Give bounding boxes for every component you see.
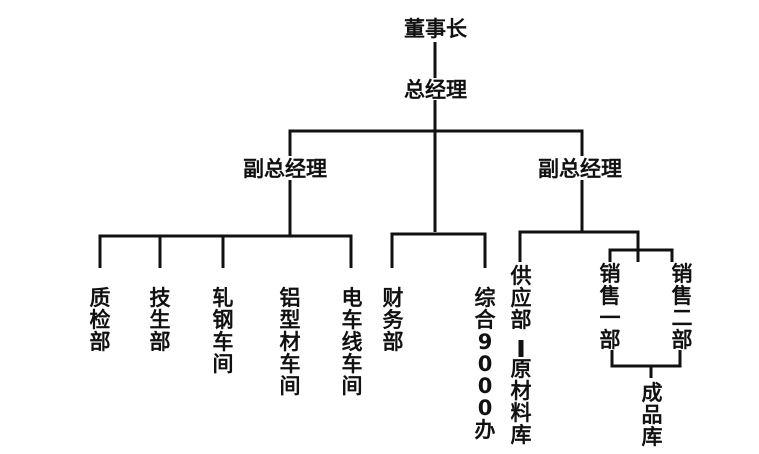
node-quality-dept: 质检部 xyxy=(89,286,111,354)
node-chairman: 董事长 xyxy=(404,17,467,41)
node-sales-one: 销售一部 xyxy=(599,262,621,352)
node-vice-gm-left: 副总经理 xyxy=(243,157,327,181)
node-general-office: 综合9000办 xyxy=(474,286,496,442)
node-vice-gm-right: 副总经理 xyxy=(538,157,622,181)
node-supply-dept: 供应部 xyxy=(510,264,532,332)
node-finance-dept: 财务部 xyxy=(382,286,404,354)
node-cable-workshop: 电车线车间 xyxy=(341,286,363,398)
node-aluminum-workshop: 铝型材车间 xyxy=(279,286,301,398)
node-finished-goods-store: 成品库 xyxy=(641,381,663,449)
node-technical-dept: 技生部 xyxy=(149,286,171,354)
node-rolling-workshop: 轧钢车间 xyxy=(212,286,234,376)
node-sales-two: 销售二部 xyxy=(671,262,693,352)
node-raw-material-store: 原材料库 xyxy=(510,357,532,447)
node-general-manager: 总经理 xyxy=(404,78,467,102)
